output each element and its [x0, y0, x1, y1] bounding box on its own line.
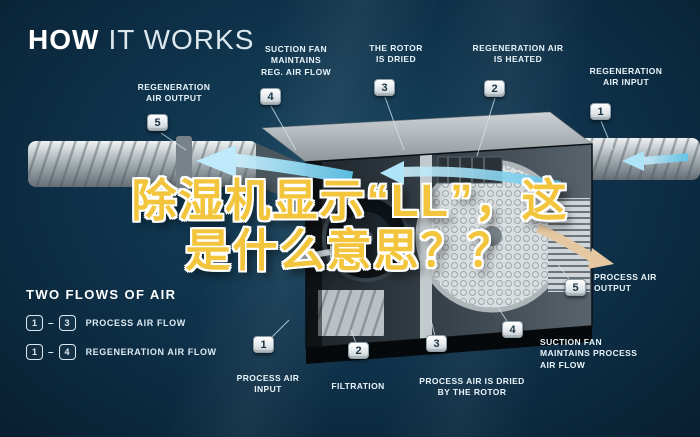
label-line: PROCESS AIR [236, 373, 300, 383]
label-line: MAINTAINS [270, 55, 322, 66]
label-line: REGENERATION [589, 66, 663, 76]
label-regeneration-air-heated: REGENERATION AIR IS HEATED [466, 43, 570, 66]
legend-row-process: 1 – 3 PROCESS AIR FLOW [26, 315, 217, 331]
label-line: AIR FLOW [540, 359, 586, 370]
dehumidifier-cabinet [261, 111, 593, 364]
badge-5-process-air-output: 5 [565, 279, 586, 296]
label-line: MAINTAINS PROCESS [540, 348, 638, 359]
legend-label: REGENERATION AIR FLOW [85, 347, 217, 357]
badge-1-process-air-input: 1 [253, 336, 274, 353]
label-line: FILTRATION [331, 381, 385, 391]
label-line: OUTPUT [594, 283, 632, 294]
label-line: INPUT [254, 384, 282, 395]
label-line: REGENERATION [137, 82, 211, 92]
legend-badge-to: 3 [58, 315, 76, 331]
label-line: AIR OUTPUT [146, 93, 202, 104]
legend-badge-from: 1 [26, 315, 43, 331]
label-line: AIR INPUT [602, 77, 650, 88]
title-light: IT WORKS [108, 24, 255, 55]
label-rotor-dried: THE ROTOR IS DRIED [360, 43, 432, 66]
label-process-air-dried: PROCESS AIR IS DRIED BY THE ROTOR [412, 376, 532, 399]
label-filtration: FILTRATION [318, 381, 398, 392]
legend-row-regeneration: 1 – 4 REGENERATION AIR FLOW [26, 344, 217, 360]
label-line: IS DRIED [375, 54, 417, 65]
label-suction-fan-process: SUCTION FAN MAINTAINS PROCESS AIR FLOW [540, 337, 652, 371]
badge-5-regeneration-air-output: 5 [147, 114, 168, 131]
label-line: BY THE ROTOR [437, 387, 507, 398]
label-line: REGENERATION AIR [472, 43, 564, 53]
legend-heading: TWO FLOWS OF AIR [26, 287, 177, 302]
title-bold: HOW [28, 24, 100, 55]
label-regeneration-air-input: REGENERATION AIR INPUT [578, 66, 674, 89]
legend: TWO FLOWS OF AIR 1 – 3 PROCESS AIR FLOW … [26, 287, 217, 360]
airflow-arrows-icon [196, 145, 689, 269]
badge-3-process-air-dried: 3 [426, 335, 447, 352]
page-title: HOW IT WORKS [28, 24, 254, 56]
badge-3-rotor-dried: 3 [374, 79, 395, 96]
legend-separator: – [48, 346, 54, 358]
label-line: PROCESS AIR IS DRIED [419, 376, 525, 386]
overlay-line-1: 除湿机显示“LL”，这 [131, 175, 569, 226]
legend-badge-to: 4 [58, 344, 76, 360]
label-line: IS HEATED [493, 54, 543, 65]
label-line: REG. AIR FLOW [260, 66, 332, 77]
label-suction-fan-reg: SUCTION FAN MAINTAINS REG. AIR FLOW [248, 44, 344, 78]
label-process-air-input: PROCESS AIR INPUT [232, 373, 304, 396]
badge-4-suction-fan-process: 4 [502, 321, 523, 338]
badge-1-regeneration-air-input: 1 [590, 103, 611, 120]
legend-badge-from: 1 [26, 344, 43, 360]
badge-4-suction-fan-reg: 4 [260, 88, 281, 105]
label-line: SUCTION FAN [540, 337, 603, 347]
label-line: THE ROTOR [369, 43, 423, 53]
label-line: PROCESS AIR [594, 272, 657, 282]
legend-label: PROCESS AIR FLOW [85, 318, 186, 328]
badge-2-regeneration-air-heated: 2 [484, 80, 505, 97]
overlay-line-2: 是什么意思？？ [185, 225, 515, 277]
label-process-air-output: PROCESS AIR OUTPUT [594, 272, 678, 295]
badge-2-filtration: 2 [348, 342, 369, 359]
legend-separator: – [48, 317, 54, 329]
overlay-question-text: 除湿机显示“LL”，这 是什么意思？？ [0, 175, 700, 277]
label-line: SUCTION FAN [264, 44, 327, 54]
label-regeneration-air-output: REGENERATION AIR OUTPUT [118, 82, 230, 105]
